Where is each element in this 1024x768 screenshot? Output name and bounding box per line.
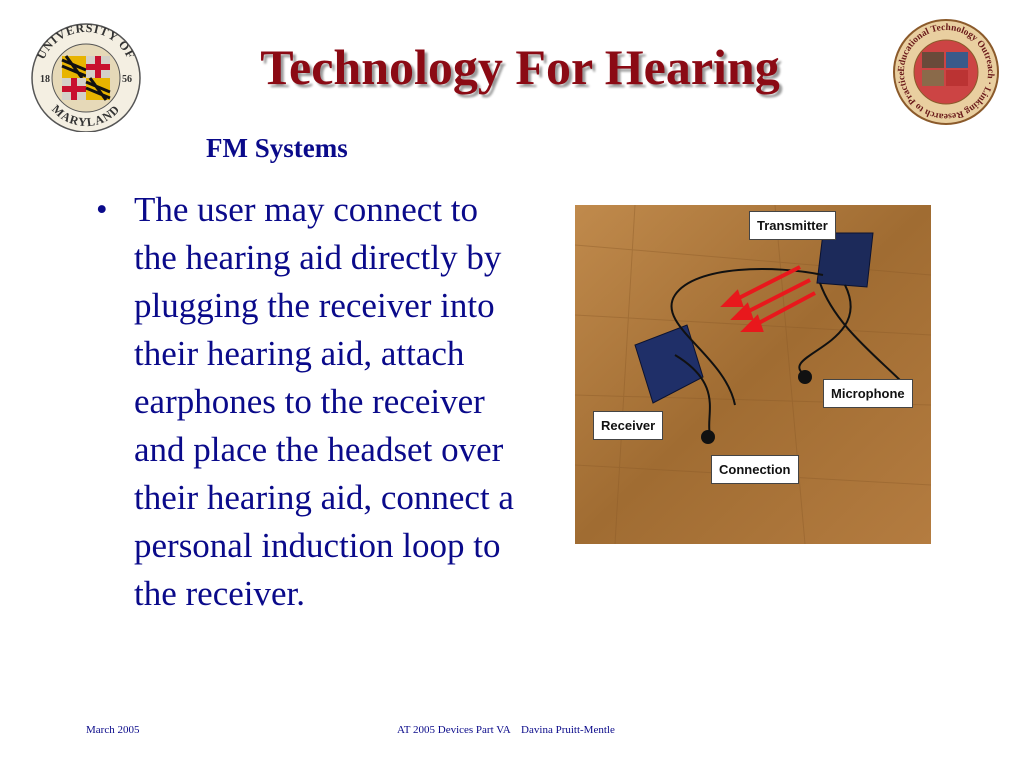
slide-title: Technology For Hearing bbox=[260, 39, 780, 95]
bullet-icon: • bbox=[96, 192, 108, 228]
university-of-maryland-logo: UNIVERSITY OF MARYLAND 18 56 bbox=[26, 20, 146, 133]
educational-technology-outreach-logo: Educational Technology Outreach · Linkin… bbox=[892, 18, 1000, 126]
transmitter-device bbox=[816, 232, 874, 288]
connection-label: Connection bbox=[711, 455, 799, 484]
logo-year-left: 18 bbox=[40, 74, 50, 85]
maryland-flag-icon bbox=[61, 55, 111, 101]
microphone-label: Microphone bbox=[823, 379, 913, 408]
receiver-device bbox=[634, 324, 704, 404]
slide-subtitle: FM Systems bbox=[206, 133, 348, 163]
transmitter-label: Transmitter bbox=[749, 211, 836, 240]
fm-system-photo: Transmitter Microphone Receiver Connecti… bbox=[575, 205, 931, 544]
footer-center: AT 2005 Devices Part VA Davina Pruitt-Me… bbox=[397, 724, 615, 736]
footer-date: March 2005 bbox=[86, 724, 140, 736]
bullet-list: • The user may connect to the hearing ai… bbox=[96, 186, 516, 618]
bullet-text: The user may connect to the hearing aid … bbox=[134, 190, 514, 613]
logo-year-right: 56 bbox=[122, 74, 132, 85]
receiver-label: Receiver bbox=[593, 411, 664, 440]
